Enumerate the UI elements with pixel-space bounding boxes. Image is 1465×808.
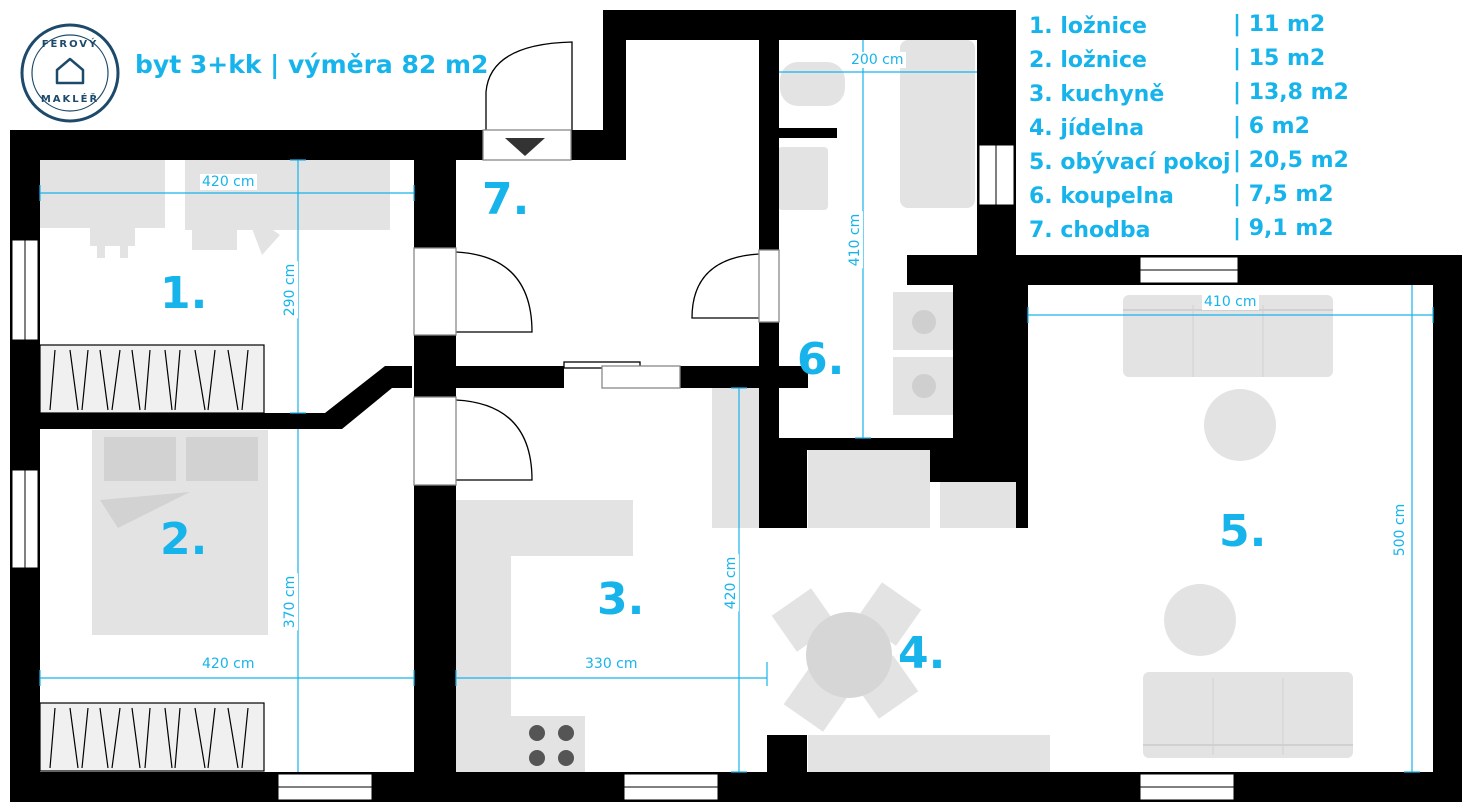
logo-text: FÉROVÝ MAKLÉŘ	[20, 22, 120, 122]
house-icon	[55, 57, 85, 85]
sideboard	[808, 450, 930, 528]
room-number-7: 7.	[482, 174, 530, 225]
dining-chair	[783, 668, 849, 732]
legend-room: 1. ložnice	[1029, 14, 1147, 39]
bathtub	[900, 40, 975, 208]
kitchen-counter	[455, 500, 633, 556]
legend-room: 7. chodba	[1029, 218, 1151, 243]
room-number-5: 5.	[1219, 506, 1267, 557]
legend-area: | 15 m2	[1233, 46, 1326, 71]
room-number-1: 1.	[160, 268, 208, 319]
toilet	[780, 62, 845, 106]
legend-room: 6. koupelna	[1029, 184, 1174, 209]
dimension-label: 370 cm	[282, 573, 298, 631]
room-number-4: 4.	[898, 628, 946, 679]
legend-area: | 6 m2	[1233, 114, 1310, 139]
tv-bench	[808, 735, 1050, 773]
dining-chair	[856, 582, 922, 646]
legend-room: 2. ložnice	[1029, 48, 1147, 73]
legend-area: | 20,5 m2	[1233, 148, 1349, 173]
dimension-label: 410 cm	[1202, 294, 1259, 310]
entrance-arrow	[505, 138, 545, 156]
dimension-label: 200 cm	[849, 52, 906, 68]
coffee-table	[1204, 389, 1276, 461]
dining-table	[806, 612, 892, 698]
dimension-lines	[39, 40, 1434, 773]
dimension-label: 290 cm	[282, 261, 298, 319]
dimension-label: 420 cm	[200, 174, 257, 190]
legend-room: 3. kuchyně	[1029, 82, 1165, 107]
logo	[20, 23, 120, 123]
dimension-label: 500 cm	[1392, 501, 1408, 559]
room-number-3: 3.	[597, 574, 645, 625]
stove	[522, 716, 584, 772]
sofa-bottom	[1143, 672, 1353, 758]
furniture	[40, 40, 1353, 773]
dimension-label: 330 cm	[583, 656, 640, 672]
legend-area: | 13,8 m2	[1233, 80, 1349, 105]
dimension-label: 420 cm	[723, 554, 739, 612]
dining-chair	[853, 655, 919, 719]
legend-area: | 7,5 m2	[1233, 182, 1334, 207]
coffee-table-2	[1164, 584, 1236, 656]
legend-room: 4. jídelna	[1029, 116, 1145, 141]
dining-chair	[771, 588, 837, 652]
room-number-2: 2.	[160, 514, 208, 565]
dimension-label: 420 cm	[200, 656, 257, 672]
logo-bottom-text: MAKLÉŘ	[40, 94, 100, 105]
chair	[90, 210, 135, 246]
legend-area: | 9,1 m2	[1233, 216, 1334, 241]
doors	[413, 41, 780, 486]
sink	[778, 147, 828, 210]
page-title: byt 3+kk | výměra 82 m2	[135, 50, 489, 79]
dimension-label: 410 cm	[847, 211, 863, 269]
legend-area: | 11 m2	[1233, 12, 1326, 37]
legend-room: 5. obývací pokoj	[1029, 150, 1231, 175]
room-number-6: 6.	[797, 334, 845, 385]
logo-top-text: FÉROVÝ	[41, 39, 99, 50]
